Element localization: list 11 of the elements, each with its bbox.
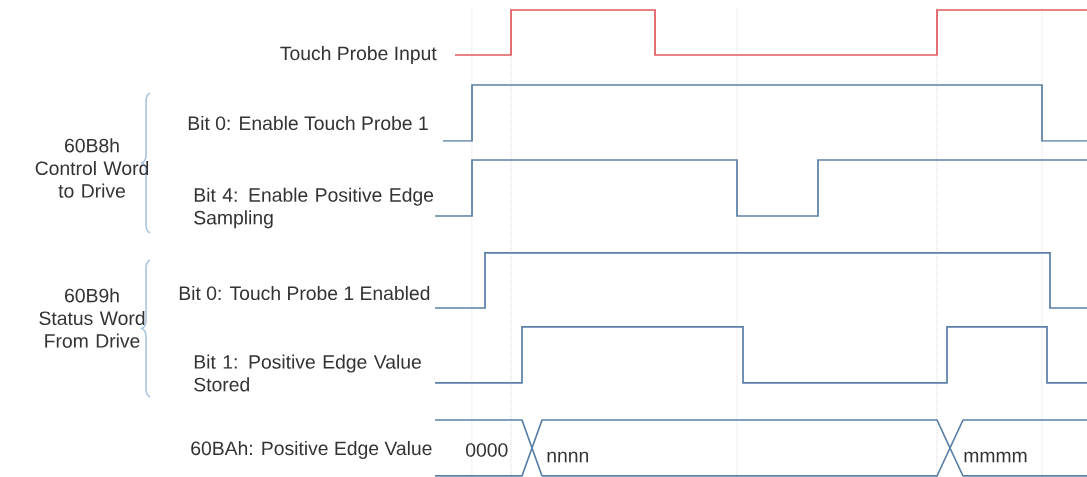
signal-label: Bit 0: Enable Touch Probe 1: [188, 115, 428, 131]
bus-value: nnnn: [547, 451, 588, 463]
group-label: 60B8h Control Word to Drive: [35, 138, 149, 198]
signal-label: Touch Probe Input: [280, 46, 437, 64]
group-label: 60B9h Status Word From Drive: [39, 288, 145, 348]
signal-label: Bit 1: Positive Edge Value Stored: [194, 354, 421, 392]
bus-value: mmmm: [964, 451, 1027, 463]
signal-label: 60BAh: Positive Edge Value: [191, 441, 432, 459]
signal-label: Bit 4: Enable Positive Edge Sampling: [194, 187, 434, 229]
signal-label: Bit 0: Touch Probe 1 Enabled: [179, 285, 430, 301]
bus-value: 0000: [466, 443, 508, 457]
